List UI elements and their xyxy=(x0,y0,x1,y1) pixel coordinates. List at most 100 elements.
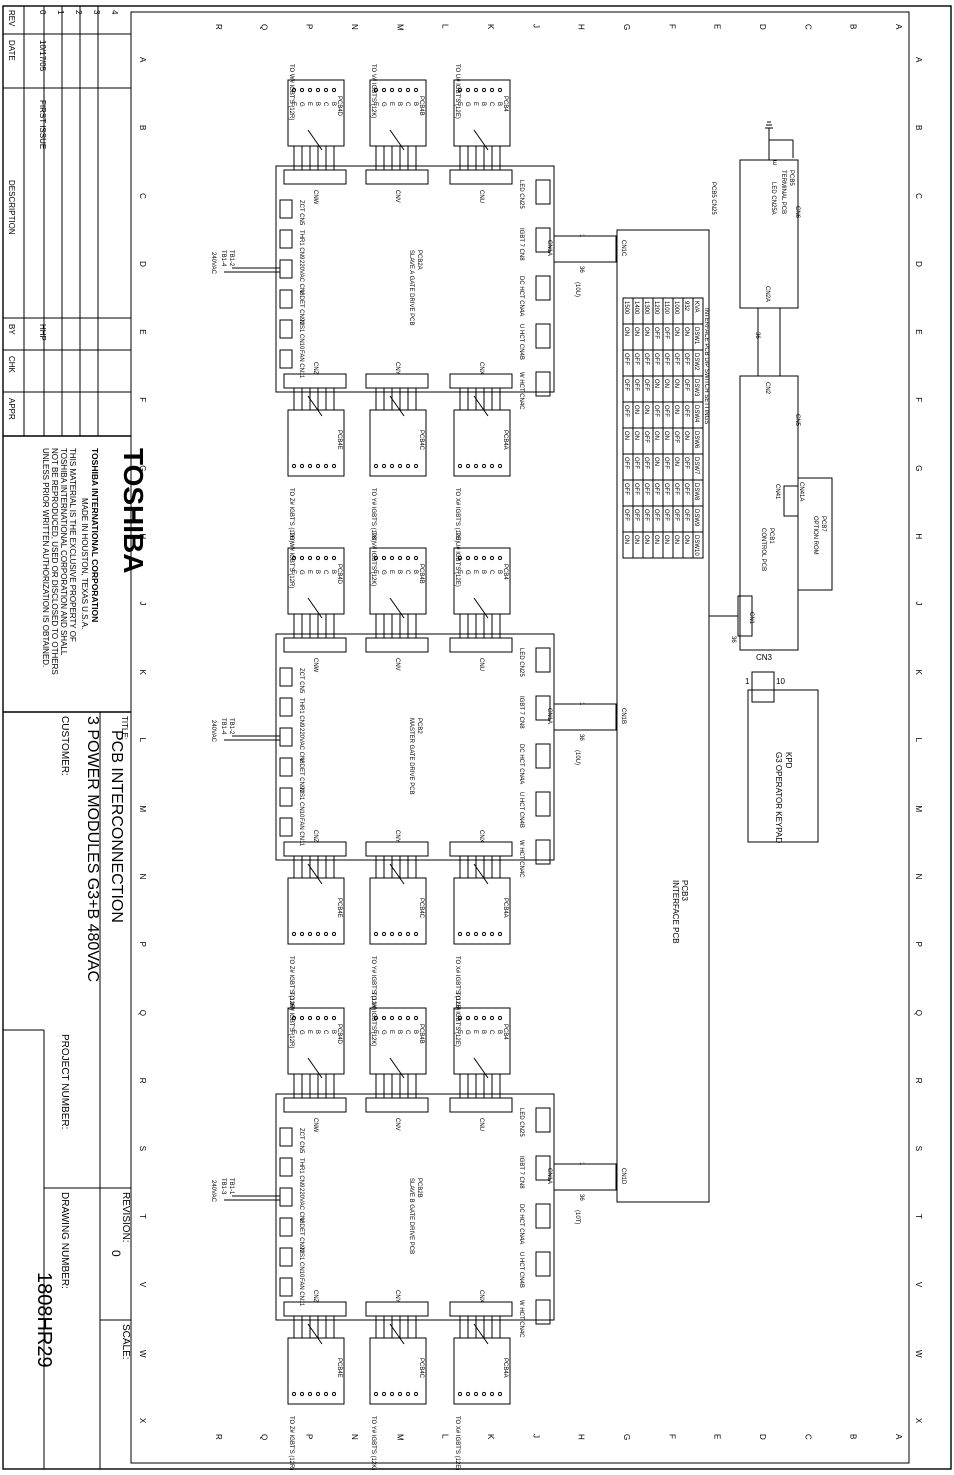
right-connector xyxy=(535,839,551,865)
igbt-lower-cable-label: TO Z# IGBT'S (12R) xyxy=(288,956,294,1010)
lower-connector xyxy=(365,1301,429,1317)
grid-col-f-right: F xyxy=(914,397,923,402)
grid-row-l-top: L xyxy=(441,24,450,29)
dip-cell: 1300 xyxy=(643,301,649,315)
gate-drive-pcb-id: PCB2 xyxy=(416,718,422,734)
right-connector-label: IGBT 7 CN8 xyxy=(518,1156,524,1189)
left-connector-label: V DET CN91 xyxy=(298,758,304,793)
right-connector-label: IGBT 7 CN8 xyxy=(518,696,524,729)
grid-col-r-left: R xyxy=(138,1078,147,1084)
grid-col-v-left: V xyxy=(138,1282,147,1288)
grid-col-d-left: D xyxy=(138,261,147,267)
dip-cell: OFF xyxy=(633,457,639,469)
revision-row-3-rev: 3 xyxy=(92,10,101,15)
igbt-upper-pcb-label: PCB4 xyxy=(502,1024,508,1040)
pcb1-control-pcb xyxy=(739,375,799,651)
cn1-label: CN1 xyxy=(748,612,754,625)
igbt-pcb-upper xyxy=(453,79,511,147)
supply-voltage: 240VAC xyxy=(210,1180,216,1203)
grid-col-s-right: S xyxy=(914,1146,923,1151)
cn2-label: CN2 xyxy=(764,382,770,395)
dip-cell: 1100 xyxy=(663,301,669,315)
dip-cell: ON xyxy=(673,405,679,414)
igbt-lower-pcb-label: PCB4C xyxy=(418,430,424,451)
igbt-pcb-lower xyxy=(453,1337,511,1405)
terminal-label: B xyxy=(314,570,320,574)
dip-cell: OFF xyxy=(643,431,649,443)
dip-cell: OFF xyxy=(643,457,649,469)
igbt-lower-cable-label: TO Z# IGBT'S (12R) xyxy=(288,1416,294,1470)
left-connector-label: MS1 CN10 xyxy=(298,788,304,818)
dip-header-dsw7: DSW7 xyxy=(693,457,699,475)
grid-references: AABBCCDDEEFFGGHHJJKKLLMMNNPPQQRRSSTTVVWW… xyxy=(138,24,923,1441)
terminal-label: B xyxy=(314,1030,320,1034)
igbt-pcb-lower xyxy=(287,877,345,945)
dip-cell: OFF xyxy=(663,405,669,417)
grid-row-n-bottom: N xyxy=(350,1434,359,1440)
grid-col-q-left: Q xyxy=(138,1010,147,1016)
dip-header-dsw9: DSW9 xyxy=(693,509,699,527)
upper-connector xyxy=(449,169,513,185)
terminal-label: G xyxy=(380,570,386,575)
pcb1-label: PCB1 xyxy=(768,528,774,544)
grid-col-n-right: N xyxy=(914,874,923,880)
flex-pin-1: 1 xyxy=(578,234,584,238)
right-connector-label: U HCT CN4B xyxy=(518,1252,524,1288)
dip-cell: ON xyxy=(683,431,689,440)
grid-col-e-left: E xyxy=(138,329,147,334)
dip-header-dsw10: DSW10 xyxy=(693,535,699,556)
left-connector-label: THR1 CN9 xyxy=(298,698,304,728)
igbt-upper-pcb-label: PCB4D xyxy=(336,1024,342,1045)
grid-col-j-left: J xyxy=(138,601,147,605)
upper-connector-label: CNU xyxy=(478,658,484,671)
dip-cell: ON xyxy=(633,535,639,544)
right-connector xyxy=(535,1251,551,1277)
left-connector-label: FAN CN11 xyxy=(298,818,304,847)
notice-line-1: THIS MATERIAL IS THE EXCLUSIVE PROPERTY … xyxy=(68,448,77,642)
upper-connector xyxy=(283,1097,347,1113)
notice-line-2: TOSHIBA INTERNATIONAL CORPORATION AND SH… xyxy=(59,448,68,656)
upper-connector xyxy=(365,169,429,185)
title-line-1: PCB INTERCONNECTION xyxy=(108,730,125,923)
dip-cell: OFF xyxy=(663,353,669,365)
drawing-frame xyxy=(130,11,910,1464)
left-connector xyxy=(279,757,293,777)
gate-drive-pcb-name: SLAVE B GATE DRIVE PCB xyxy=(408,1178,414,1254)
right-connector-label: W HCT CN4C xyxy=(518,840,524,878)
igbt-lower-pcb-label: PCB4A xyxy=(502,1358,508,1378)
right-connector xyxy=(535,179,551,205)
grid-col-w-left: W xyxy=(138,1350,147,1358)
dip-cell: OFF xyxy=(643,353,649,365)
grid-col-l-right: L xyxy=(914,738,923,743)
dip-cell: OFF xyxy=(643,509,649,521)
flex-pin-1: 1 xyxy=(578,1162,584,1166)
revision-row-1-rev: 1 xyxy=(56,10,65,15)
dip-cell: 1200 xyxy=(653,301,659,315)
upper-connector-label: CNV xyxy=(394,658,400,671)
terminal-label: B xyxy=(330,102,336,106)
grid-col-b-right: B xyxy=(914,125,923,130)
cn3-cable xyxy=(751,671,775,703)
grid-row-c-bottom: C xyxy=(803,1434,812,1440)
gate-drive-pcb-name: MASTER GATE DRIVE PCB xyxy=(408,718,414,795)
right-connector xyxy=(535,743,551,769)
grid-col-v-right: V xyxy=(914,1282,923,1288)
grid-row-j-top: J xyxy=(531,24,540,28)
right-connector xyxy=(535,695,551,721)
pcb5-label: PCB5 xyxy=(788,170,794,186)
left-connector xyxy=(279,199,293,219)
upper-connector xyxy=(283,637,347,653)
drawing-number-label: DRAWING NUMBER: xyxy=(59,1192,70,1289)
company-name: TOSHIBA INTERNATIONAL CORPORATION xyxy=(90,448,100,622)
lower-connector-label: CNY xyxy=(394,362,400,375)
lower-connector-label: CNZ xyxy=(312,830,318,843)
dip-cell: OFF xyxy=(663,327,669,339)
grid-row-p-top: P xyxy=(305,24,314,29)
igbt-upper-cable-label: TO U# IGBT'S (12E) xyxy=(454,64,460,119)
right-connector-label: LED CN25 xyxy=(518,1108,524,1137)
grid-row-b-top: B xyxy=(849,24,858,29)
keypad-sublabel: G3 OPERATOR KEYPAD xyxy=(774,752,783,843)
right-connector-label: W HCT CN4C xyxy=(518,1300,524,1338)
igbt-pcb-upper xyxy=(453,1007,511,1075)
